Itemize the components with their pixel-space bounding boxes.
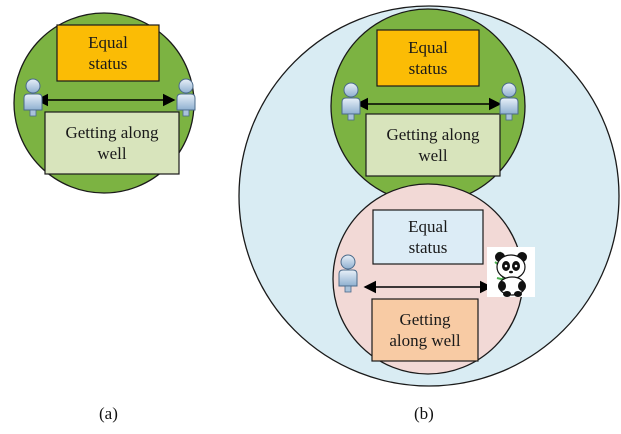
panel-b-top-equal-status-box bbox=[376, 29, 480, 87]
person-icon bbox=[499, 82, 519, 121]
panel-a bbox=[13, 12, 196, 194]
panel-b-bottom-equal-status-box bbox=[372, 209, 484, 265]
panel-a-equal-status-label: Equal status bbox=[88, 32, 128, 73]
panel-b-top-equal-status-label: Equal status bbox=[408, 37, 448, 78]
panel-b-bottom-getting-along-label: Getting along well bbox=[389, 309, 461, 350]
person-icon bbox=[338, 254, 358, 293]
panel-b-caption: (b) bbox=[414, 404, 434, 423]
panel-b-top-getting-along-box bbox=[365, 113, 501, 177]
panel-a-getting-along-label: Getting along well bbox=[65, 122, 159, 163]
person-icon bbox=[176, 78, 196, 117]
panda-icon bbox=[487, 247, 535, 297]
panel-a-equal-status-box bbox=[56, 24, 160, 82]
panel-b-bottom-getting-along-box bbox=[371, 298, 479, 362]
panel-b-top-getting-along-label: Getting along well bbox=[386, 124, 480, 165]
panel-a-caption: (a) bbox=[99, 404, 118, 423]
person-icon bbox=[341, 82, 361, 121]
person-icon bbox=[23, 78, 43, 117]
panel-b bbox=[238, 5, 620, 387]
panel-b-bottom-equal-status-label: Equal status bbox=[408, 216, 448, 257]
panel-a-getting-along-box bbox=[44, 111, 180, 175]
